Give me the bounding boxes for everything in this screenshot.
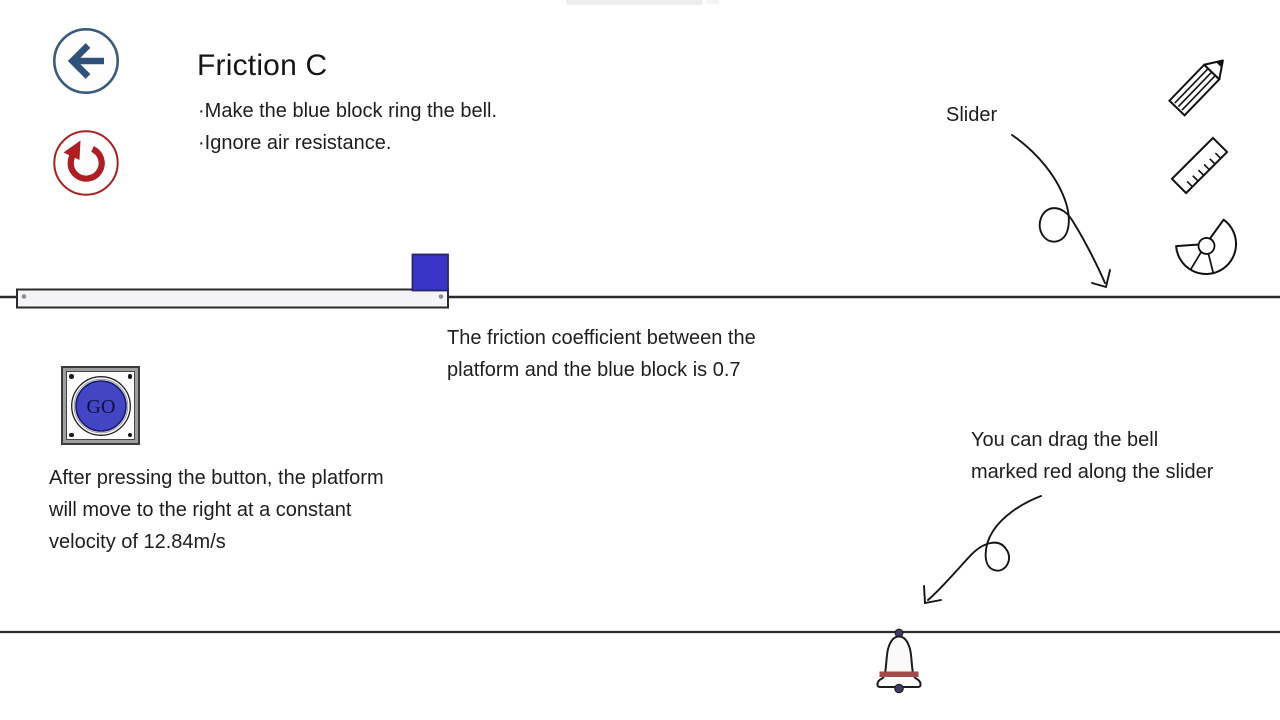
platform — [16, 288, 449, 309]
screw-icon — [127, 432, 132, 437]
platform-screw-left — [21, 294, 27, 299]
bell-hint-line-1: You can drag the bell — [971, 429, 1159, 451]
slider-label: Slider — [946, 104, 998, 126]
screw-icon — [69, 374, 74, 379]
go-button-face: GO — [70, 375, 131, 436]
bell-icon[interactable] — [876, 628, 922, 694]
bell-hint-line-2: marked red along the slider — [971, 461, 1214, 483]
slider-arrow-annotation — [1011, 134, 1111, 289]
platform-note-line-3: velocity of 12.84m/s — [49, 531, 226, 553]
reset-button[interactable] — [52, 129, 120, 197]
friction-note-line-1: The friction coefficient between the — [447, 327, 756, 349]
blue-block — [411, 253, 449, 292]
bell-red-band — [879, 671, 919, 677]
top-drag-handle-secondary — [706, 0, 719, 4]
friction-note-line-2: platform and the blue block is 0.7 — [447, 359, 741, 381]
top-drag-handle[interactable] — [566, 0, 703, 5]
arrow-left-icon — [52, 27, 120, 95]
protractor-icon[interactable] — [1172, 218, 1242, 280]
screw-icon — [127, 374, 132, 379]
platform-note-line-1: After pressing the button, the platform — [49, 467, 384, 489]
platform-screw-right — [438, 294, 444, 299]
screw-icon — [69, 432, 74, 437]
pencil-icon[interactable] — [1168, 53, 1230, 117]
instruction-line-2: ·Ignore air resistance. — [198, 132, 392, 154]
bell-clapper — [894, 683, 904, 694]
page-title: Friction C — [197, 49, 328, 82]
bell-arrow-annotation — [923, 495, 1042, 605]
undo-icon — [53, 130, 119, 196]
platform-note-line-2: will move to the right at a constant — [49, 499, 352, 521]
back-button[interactable] — [52, 27, 120, 95]
go-button-plate: GO — [66, 371, 135, 440]
go-button[interactable]: GO — [61, 366, 140, 445]
go-button-label: GO — [86, 396, 115, 418]
instruction-line-1: ·Make the blue block ring the bell. — [198, 100, 498, 122]
ruler-icon[interactable] — [1170, 136, 1229, 195]
bell-body — [876, 635, 922, 688]
